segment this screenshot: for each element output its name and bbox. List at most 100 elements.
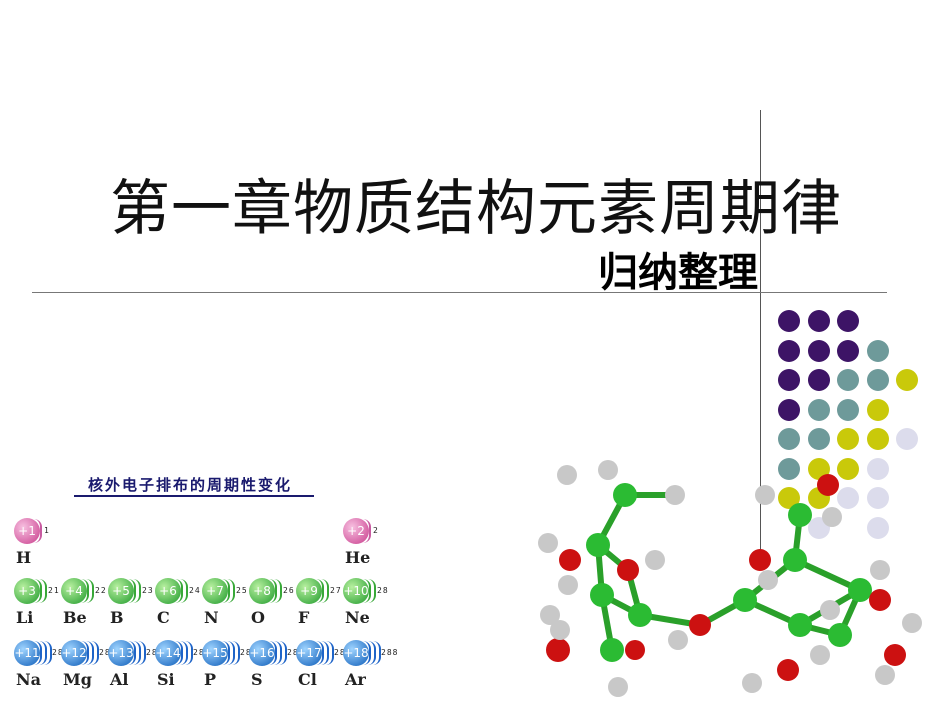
decorative-dot: [837, 369, 859, 391]
electron-shell: [279, 641, 287, 665]
ball-and-stick-molecule-icon: [538, 460, 922, 697]
element-symbol: H: [16, 548, 32, 567]
element-symbol: C: [157, 608, 170, 627]
decorative-dot: [778, 369, 800, 391]
element-symbol: Na: [16, 670, 41, 689]
electron-shell: [363, 519, 371, 543]
atom-si: +14284Si: [155, 640, 225, 695]
electron-config: 284: [193, 648, 210, 657]
element-symbol: Ne: [345, 608, 370, 627]
electron-config: 21: [48, 586, 60, 595]
electron-config: 282: [99, 648, 116, 657]
decorative-dot: [837, 487, 859, 509]
element-symbol: N: [204, 608, 219, 627]
electron-config: 24: [189, 586, 201, 595]
electron-shell: [232, 641, 240, 665]
element-symbol: Cl: [298, 670, 317, 689]
decorative-dot: [778, 428, 800, 450]
decorative-dot: [896, 428, 918, 450]
electron-shell: [227, 579, 235, 603]
decorative-dot: [807, 398, 830, 421]
electron-config: 27: [330, 586, 342, 595]
element-symbol: Ar: [345, 670, 366, 689]
decorative-dot: [866, 339, 889, 362]
electron-config: 287: [334, 648, 351, 657]
atom-cl: +17287Cl: [296, 640, 366, 695]
decorative-dot: [807, 457, 830, 480]
element-symbol: Si: [157, 670, 175, 689]
nucleus-charge: +8: [249, 578, 275, 604]
element-symbol: He: [345, 548, 371, 567]
electron-shell: [138, 641, 146, 665]
decorative-dot-grid: [778, 310, 938, 550]
horizontal-divider: [32, 292, 887, 293]
electron-shell: [86, 579, 94, 603]
element-symbol: F: [298, 608, 310, 627]
electron-config: 286: [287, 648, 304, 657]
electron-shell: [321, 579, 329, 603]
electron-shell: [326, 641, 334, 665]
electron-config: 26: [283, 586, 295, 595]
decorative-dot: [866, 369, 889, 391]
slide-title: 第一章物质结构元素周期律: [110, 174, 842, 244]
decorative-dot: [896, 369, 918, 391]
decorative-dot: [837, 398, 859, 421]
slide-subtitle: 归纳整理: [598, 250, 758, 296]
atom-p: +15285P: [202, 640, 272, 695]
electron-shell: [368, 579, 376, 603]
element-symbol: Al: [110, 670, 129, 689]
electron-shell: [274, 579, 282, 603]
electron-shell: [133, 579, 141, 603]
electron-shell: [34, 519, 42, 543]
electron-shell: [185, 641, 193, 665]
decorative-dot: [778, 398, 800, 421]
heading-underline: [74, 495, 314, 497]
decorative-dot: [778, 310, 800, 332]
electron-config: 22: [95, 586, 107, 595]
decorative-dot: [807, 310, 830, 332]
electron-config: 2: [373, 526, 379, 535]
decorative-dot: [866, 398, 889, 421]
electron-shell: [180, 579, 188, 603]
electron-config: 285: [240, 648, 257, 657]
electron-config: 1: [44, 526, 50, 535]
electron-config: 281: [52, 648, 69, 657]
electron-shell: [39, 579, 47, 603]
decorative-dot: [866, 487, 889, 509]
decorative-dot: [837, 457, 859, 480]
decorative-dot: [807, 369, 830, 391]
atom-mg: +12282Mg: [61, 640, 131, 695]
element-symbol: B: [110, 608, 124, 627]
decorative-dot: [837, 310, 859, 332]
decorative-dot: [866, 428, 889, 450]
vertical-divider: [760, 110, 761, 550]
element-symbol: Li: [16, 608, 34, 627]
element-symbol: Be: [63, 608, 87, 627]
element-symbol: Mg: [63, 670, 92, 689]
decorative-dot: [778, 487, 800, 509]
decorative-dot: [837, 339, 859, 362]
electron-config: 28: [377, 586, 389, 595]
atom-na: +11281Na: [14, 640, 84, 695]
decorative-dot: [778, 339, 800, 362]
atom-al: +13283Al: [108, 640, 178, 695]
periodic-panel-heading: 核外电子排布的周期性变化: [88, 476, 293, 494]
electron-config: 23: [142, 586, 154, 595]
decorative-dot: [866, 457, 889, 480]
electron-config: 283: [146, 648, 163, 657]
decorative-dot: [807, 339, 830, 362]
decorative-dot: [807, 428, 830, 450]
electron-shell: [373, 641, 381, 665]
electron-config: 25: [236, 586, 248, 595]
element-symbol: P: [204, 670, 217, 689]
